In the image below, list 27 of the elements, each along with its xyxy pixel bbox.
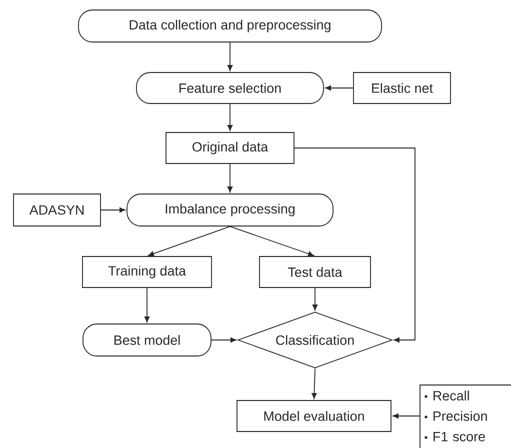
process-box: Model evaluation <box>236 400 392 432</box>
arrow <box>227 104 233 131</box>
terminal-box: Best model <box>82 324 212 356</box>
node-label: Precision <box>434 411 487 421</box>
input-box: ADASYN <box>13 194 101 226</box>
arrow <box>100 207 126 213</box>
node-label: Recall <box>434 390 469 400</box>
data-box: Original data <box>166 132 294 164</box>
arrow <box>230 226 314 256</box>
arrow <box>312 288 318 310</box>
node-label: F1 score <box>434 432 485 442</box>
data-box: Test data <box>259 256 371 288</box>
arrow <box>211 337 236 343</box>
input-box: Elastic net <box>353 72 451 104</box>
arrow <box>148 226 230 256</box>
terminal-box: Data collection and preprocessing <box>78 10 382 42</box>
arrow <box>312 368 317 399</box>
process-box: Imbalance processing <box>126 194 334 226</box>
arrow <box>227 42 233 71</box>
arrow <box>294 148 416 343</box>
arrow <box>227 164 233 192</box>
arrow <box>325 85 354 91</box>
arrow <box>144 288 150 322</box>
process-box: Feature selection <box>136 72 324 104</box>
arrow <box>392 413 420 419</box>
data-box: Training data <box>82 256 212 288</box>
metric-list: Recall Precision F1 score <box>420 384 511 448</box>
